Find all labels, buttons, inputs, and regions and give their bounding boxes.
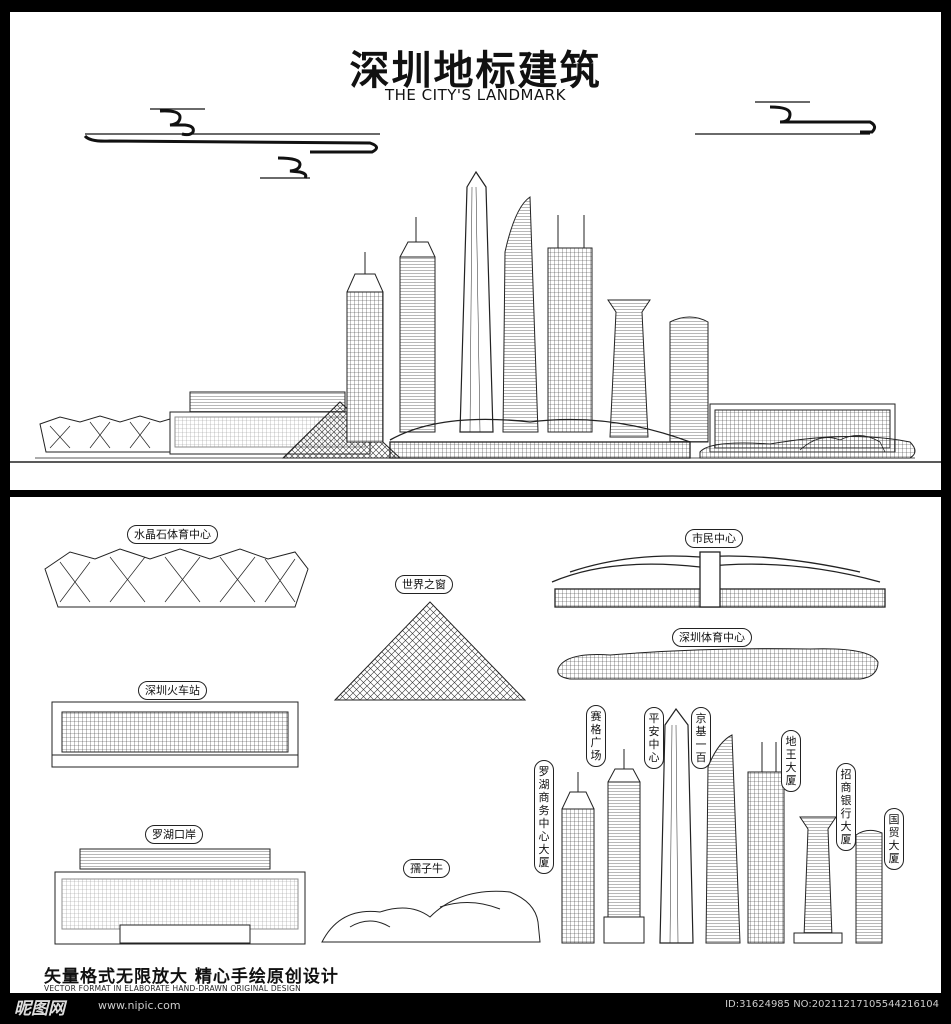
tower-ping-an-drawing xyxy=(659,707,694,944)
label-luohu-business: 罗湖商务中心大厦 xyxy=(534,760,554,874)
label-luohu-port: 罗湖口岸 xyxy=(145,825,203,845)
skyline-panel: 深圳地标建筑 THE CITY'S LANDMARK xyxy=(10,12,941,490)
skyline-seg-plaza xyxy=(399,217,436,433)
skyline-luohu-business-tower xyxy=(346,252,384,443)
label-ping-an: 平安中心 xyxy=(644,707,664,769)
label-china-merchants: 招商银行大厦 xyxy=(836,763,856,851)
label-civic-center: 市民中心 xyxy=(685,529,743,549)
tower-china-merchants-drawing xyxy=(793,816,843,944)
tower-diwang-drawing xyxy=(747,742,785,944)
skyline-diwang xyxy=(547,215,593,433)
landmark-catalog-illustration xyxy=(44,548,886,945)
tower-seg-plaza-drawing xyxy=(603,749,645,944)
label-guomao: 国贸大厦 xyxy=(884,808,904,870)
cloud-right-ornament xyxy=(695,101,877,135)
skyline-civic-center xyxy=(389,418,691,459)
label-seg-plaza: 赛格广场 xyxy=(586,705,606,767)
label-diwang: 地王大厦 xyxy=(781,730,801,792)
skyline-guomao xyxy=(669,316,709,443)
label-sports-center: 深圳体育中心 xyxy=(672,628,752,648)
label-railway-station: 深圳火车站 xyxy=(138,681,207,701)
landmark-catalog-panel: 水晶石体育中心 世界之窗 市民中心 深圳体育中心 深圳火车站 罗湖口岸 孺子牛 … xyxy=(10,497,941,993)
skyline-ping-an xyxy=(459,170,494,433)
skyline-kingkey xyxy=(502,196,539,433)
label-window-of-world: 世界之窗 xyxy=(395,575,453,595)
label-kingkey: 京基一百 xyxy=(691,707,711,769)
railway-station-drawing xyxy=(51,701,299,768)
page-title: 深圳地标建筑 xyxy=(349,48,602,94)
label-crystal-island: 水晶石体育中心 xyxy=(127,525,218,545)
image-id-text: ID:31624985 NO:20211217105544216104 xyxy=(725,999,939,1010)
tower-guomao-drawing xyxy=(855,829,883,944)
civic-center-drawing xyxy=(551,551,886,608)
slogan-english: VECTOR FORMAT IN ELABORATE HAND-DRAWN OR… xyxy=(44,984,301,993)
page-subtitle: THE CITY'S LANDMARK xyxy=(384,86,567,104)
skyline-china-merchants xyxy=(607,299,651,438)
luohu-port-drawing xyxy=(54,848,306,945)
crystal-island-drawing xyxy=(44,548,309,608)
slogan-chinese: 矢量格式无限放大 精心手绘原创设计 xyxy=(44,967,339,987)
label-bull: 孺子牛 xyxy=(403,859,450,879)
skyline-illustration xyxy=(10,101,941,463)
cloud-left-ornament xyxy=(83,108,380,179)
skyline-bull xyxy=(799,435,886,453)
sports-center-drawing xyxy=(557,648,879,680)
site-url: www.nipic.com xyxy=(98,999,181,1012)
site-logo: 昵图网 xyxy=(14,999,65,1019)
tower-luohu-business-drawing xyxy=(561,772,595,944)
window-of-world-pyramid-drawing xyxy=(333,601,527,701)
bull-sculpture-drawing xyxy=(321,890,541,943)
tower-kingkey-drawing xyxy=(705,734,741,944)
